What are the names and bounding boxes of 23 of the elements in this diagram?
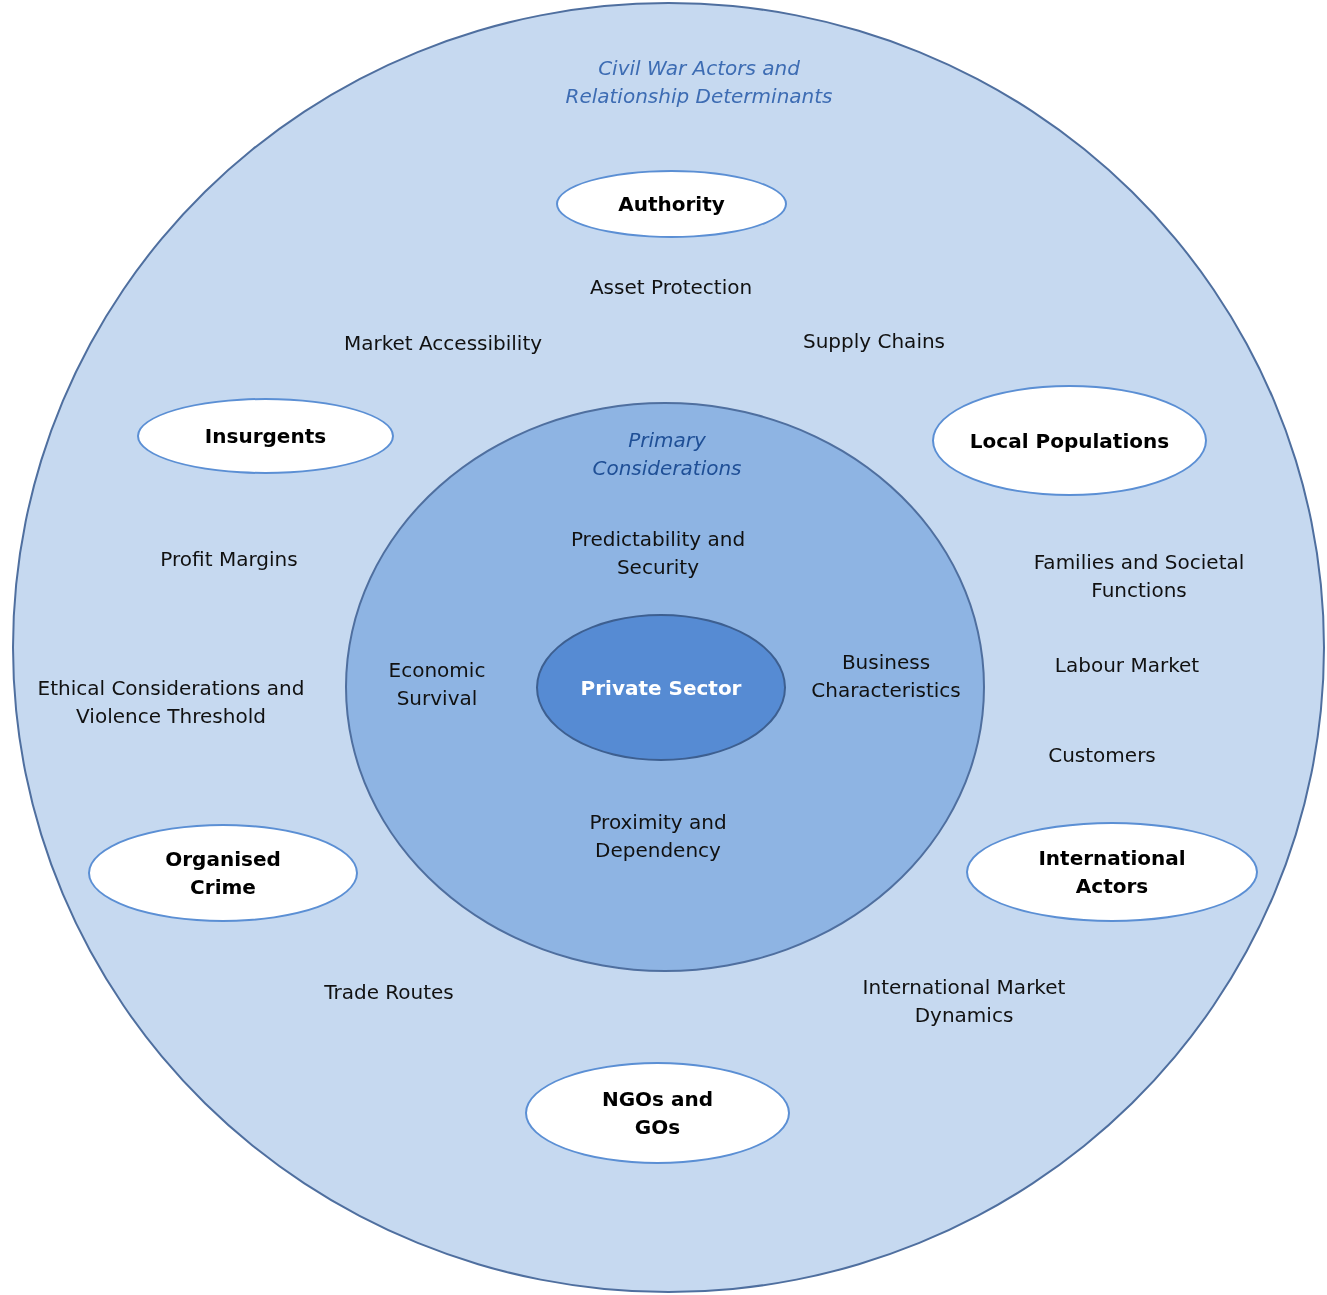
node-label: Local Populations (969, 427, 1170, 455)
factor-label: Customers (1047, 742, 1157, 769)
node-label: Private Sector (580, 674, 742, 702)
factor-label: Trade Routes (323, 979, 455, 1006)
factor-label: Business Characteristics (810, 649, 962, 704)
factor-label: Proximity and Dependency (588, 809, 728, 864)
factor-label: Ethical Considerations and Violence Threshold (36, 675, 306, 730)
node-label: Organised Crime (164, 846, 282, 901)
factor-label: Labour Market (1053, 652, 1201, 679)
factor-label: Predictability and Security (569, 526, 747, 581)
node-label: International Actors (1037, 845, 1187, 900)
node-label: Authority (618, 191, 725, 218)
factor-label: Supply Chains (801, 328, 947, 355)
factor-label: Profit Margins (159, 546, 299, 573)
section-title: Primary Considerations (591, 427, 743, 482)
factor-label: International Market Dynamics (861, 974, 1067, 1029)
factor-label: Asset Protection (588, 274, 754, 301)
section-title: Civil War Actors and Relationship Determinants (564, 55, 834, 110)
factor-label: Economic Survival (387, 657, 487, 712)
factor-label: Market Accessibility (342, 330, 544, 357)
node-label: NGOs and GOs (600, 1086, 715, 1141)
node-label: Insurgents (204, 423, 327, 450)
factor-label: Families and Societal Functions (1032, 549, 1246, 604)
